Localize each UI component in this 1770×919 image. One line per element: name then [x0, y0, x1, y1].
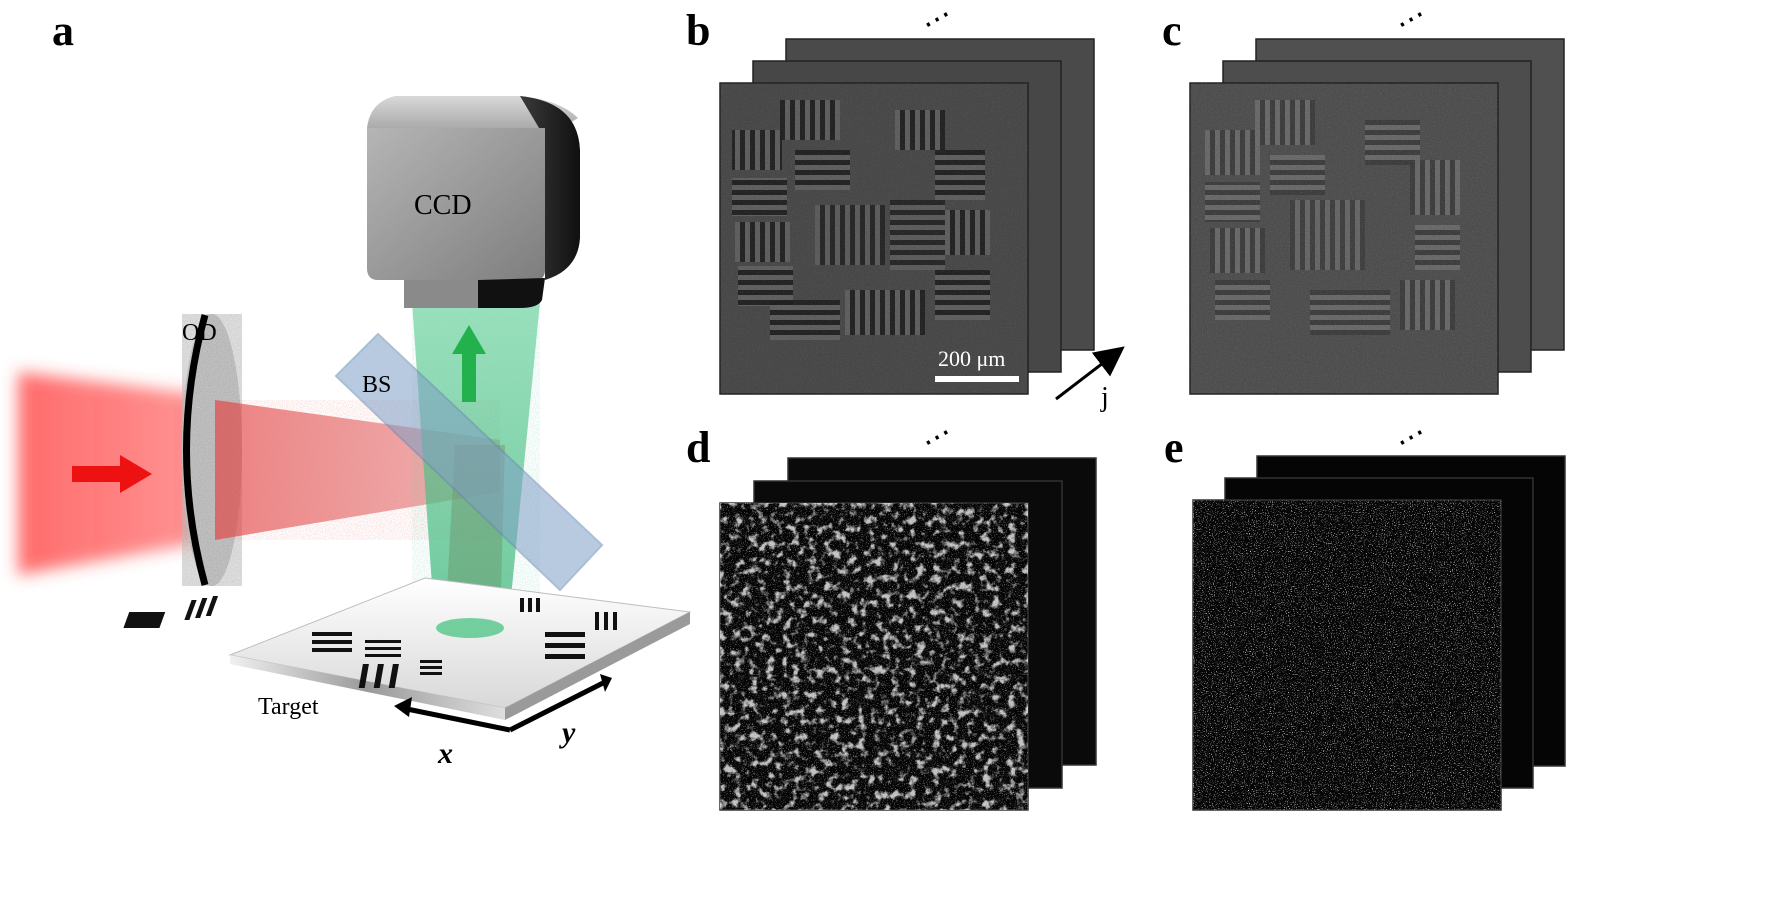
panel-c-more-indicator: ⋯ [1390, 0, 1432, 41]
panel-d: d ⋯ [686, 416, 1097, 811]
panel-c: c ⋯ [1162, 0, 1565, 395]
panel-b-frame-front [719, 82, 1029, 395]
panel-c-frame-front [1189, 82, 1499, 395]
axis-y-label: y [559, 716, 576, 749]
panel-e-more-indicator: ⋯ [1390, 416, 1432, 460]
panel-c-letter: c [1162, 6, 1182, 55]
panel-d-frame-front [719, 502, 1029, 811]
panel-a: a OD B [18, 6, 692, 770]
axis-x-label: x [437, 737, 453, 770]
xy-axes [394, 674, 612, 733]
stack-axis-label: j [1100, 382, 1109, 413]
panel-d-letter: d [686, 423, 710, 472]
green-arrow-icon [452, 325, 486, 402]
ccd-camera [367, 96, 580, 308]
target-label: Target [258, 694, 319, 720]
red-arrow-icon [72, 455, 152, 493]
panel-d-more-indicator: ⋯ [916, 416, 958, 460]
resolution-target [123, 577, 692, 720]
scalebar-label: 200 μm [938, 346, 1005, 371]
panel-b-letter: b [686, 6, 710, 55]
panel-a-letter: a [52, 6, 74, 55]
panel-b: b ⋯ [686, 0, 1125, 413]
panel-e-letter: e [1164, 423, 1184, 472]
ccd-label: CCD [414, 190, 472, 221]
panel-e-frame-front [1192, 499, 1502, 811]
beam-splitter [334, 332, 604, 592]
bs-label: BS [362, 372, 391, 398]
panel-e: e ⋯ [1164, 416, 1566, 811]
panel-b-more-indicator: ⋯ [916, 0, 958, 41]
stack-axis-arrow [1055, 346, 1125, 401]
od-label: OD [182, 320, 217, 346]
scalebar [935, 376, 1019, 382]
